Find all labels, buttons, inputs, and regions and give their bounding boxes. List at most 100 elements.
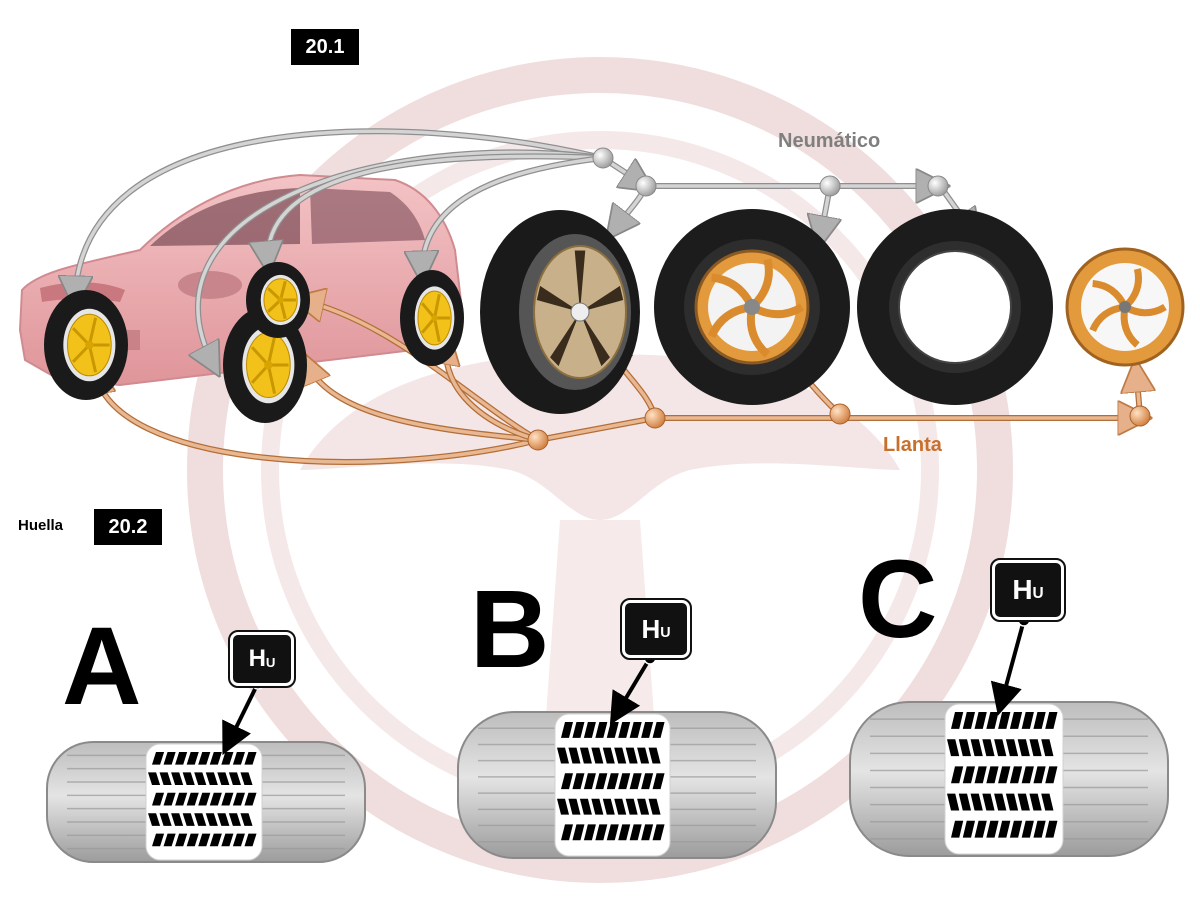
tread-variant-b-tread-block — [568, 747, 581, 764]
tread-variant-b-tread-block — [583, 773, 596, 790]
tread-variant-c-tread-block — [994, 793, 1007, 811]
tread-variant-b-tread-block — [602, 798, 615, 815]
tread-variant-b-tread-block — [629, 824, 642, 841]
tyre-with-rim-illustration — [654, 209, 850, 405]
tread-variant-b-tread-block — [557, 798, 570, 815]
tread-variant-a-tread-block — [221, 833, 234, 847]
tread-variant-a — [46, 676, 366, 863]
tread-variant-c-tread-block — [1045, 712, 1058, 729]
tread-variant-c-tread-block — [1017, 793, 1030, 811]
tread-variant-b-tread-block — [641, 773, 654, 790]
tread-variant-c-tread-block — [1009, 820, 1023, 838]
tyre-arrow-rear-left — [268, 154, 605, 265]
tread-variant-c-tread-block — [1017, 739, 1030, 757]
tread-variant-c-tread-block — [947, 793, 960, 811]
tread-variant-a-tread-block — [194, 772, 207, 786]
wheel-spoke — [279, 280, 287, 301]
tread-variant-c-tread-block — [1009, 766, 1023, 784]
figure-number-top: 20.1 — [291, 29, 359, 65]
tread-variant-b-tread-block — [606, 824, 619, 841]
tread-variant-c-tread-block — [1005, 739, 1019, 757]
tread-variant-a-tread-block — [209, 752, 222, 765]
tread-variant-c-tread-block — [962, 712, 976, 729]
tread-variant-c-tread-block — [994, 739, 1007, 757]
tread-variant-a-tread-block — [232, 792, 245, 806]
tread-variant-b-tread-block — [629, 722, 642, 738]
variant-b-marker-main: H — [641, 613, 661, 644]
tread-variant-a-tread-block — [186, 792, 199, 806]
tread-variant-c-depth-pointer — [990, 619, 1026, 716]
tread-variant-b-tread-block — [614, 798, 627, 815]
tread-variant-b-tread-block — [618, 773, 631, 790]
tread-variant-b-tread-block — [561, 773, 574, 790]
tread-variant-c-tread-block — [1033, 766, 1046, 784]
tread-variant-c-tread-block — [1029, 739, 1042, 757]
wheel-hub — [85, 340, 94, 350]
variant-b-marker-sub: U — [660, 624, 671, 641]
wheel-spoke — [87, 317, 98, 346]
tread-variant-b-tread-block — [572, 722, 585, 738]
wheel-spoke — [279, 299, 287, 320]
tread-variant-b-tread-block — [606, 773, 619, 790]
rim-arrow-front-left — [95, 370, 540, 464]
tread-variant-c-tread-block — [951, 766, 964, 784]
tread-variant-b-tread-block — [652, 773, 665, 790]
tyre-arrow-front-left — [75, 129, 605, 300]
tread-variant-c-tread-block — [1033, 820, 1046, 838]
tread-variant-a-tread-block — [148, 772, 161, 786]
rear-left-wheel — [246, 262, 310, 338]
tread-variant-c-tread-block — [986, 820, 999, 838]
tread-variant-a-tread-block — [148, 813, 161, 826]
tread-variant-b-tread-block — [591, 747, 604, 764]
wheel-spoke — [266, 364, 277, 395]
front-left-wheel — [44, 290, 128, 400]
tread-variant-b-tread-block — [641, 824, 654, 841]
parts-row — [480, 209, 1185, 414]
tread-variant-a-tread-block — [152, 792, 165, 806]
wheel-spoke — [87, 344, 98, 373]
tread-variant-c-tread-block — [1045, 766, 1058, 784]
tread-variant-a-tread-block — [182, 813, 195, 826]
tyre-label: Neumático — [778, 130, 881, 152]
rim-label: Llanta — [883, 434, 942, 456]
tread-variant-a-tread-block — [217, 772, 230, 786]
tread-variant-b-tread-block — [606, 722, 619, 738]
footprint-label: Huella — [18, 517, 64, 534]
tread-variant-c-tread-block — [958, 739, 972, 757]
tread-variant-c-tread-block — [998, 820, 1011, 838]
tread-variant-c-tread-block — [1021, 766, 1034, 784]
tread-variant-c-tread-block — [1021, 712, 1034, 729]
tread-variant-b-tread-block — [637, 747, 650, 764]
tread-variant-a-tread-block — [163, 792, 176, 806]
tyre-arrow-rear-right — [422, 156, 605, 275]
tread-variant-a-tread-block — [159, 772, 172, 786]
variant-b-letter: B — [470, 568, 550, 691]
tread-variant-a-tread-block — [240, 772, 253, 786]
tyre-with-rim-hub — [744, 299, 760, 315]
rim-junction-knob — [1129, 405, 1151, 427]
tyre-only-illustration — [857, 209, 1053, 405]
tread-variant-a-tread-block — [163, 833, 176, 847]
tread-variant-c-tread-block — [982, 793, 995, 811]
rim-arrow-front-right — [305, 360, 540, 442]
complete-wheel-hub — [570, 302, 590, 322]
tread-variant-b-tread-block — [595, 773, 608, 790]
tread-footprints — [46, 613, 1169, 863]
tread-variant-a-tread-block — [217, 813, 230, 826]
tread-variant-c-tread-block — [986, 712, 999, 729]
tyre-arrow-front-right — [198, 150, 605, 368]
tread-variant-a-tread-block — [244, 792, 257, 806]
tread-variant-c-tread-block — [1005, 793, 1019, 811]
tread-variant-c-tread-block — [962, 820, 976, 838]
tread-variant-c-tread-block — [1029, 793, 1042, 811]
tread-variant-b — [457, 651, 777, 859]
tread-variant-c-tread-block — [982, 739, 995, 757]
tread-variant-c-tread-block — [1021, 820, 1034, 838]
tread-variant-b-tread-block — [618, 824, 631, 841]
tread-variant-b-tread-block — [595, 722, 608, 738]
junction-knobs — [527, 147, 1151, 451]
tread-variant-b-tread-block — [648, 747, 661, 764]
tread-variant-a-tread-block — [232, 833, 245, 847]
